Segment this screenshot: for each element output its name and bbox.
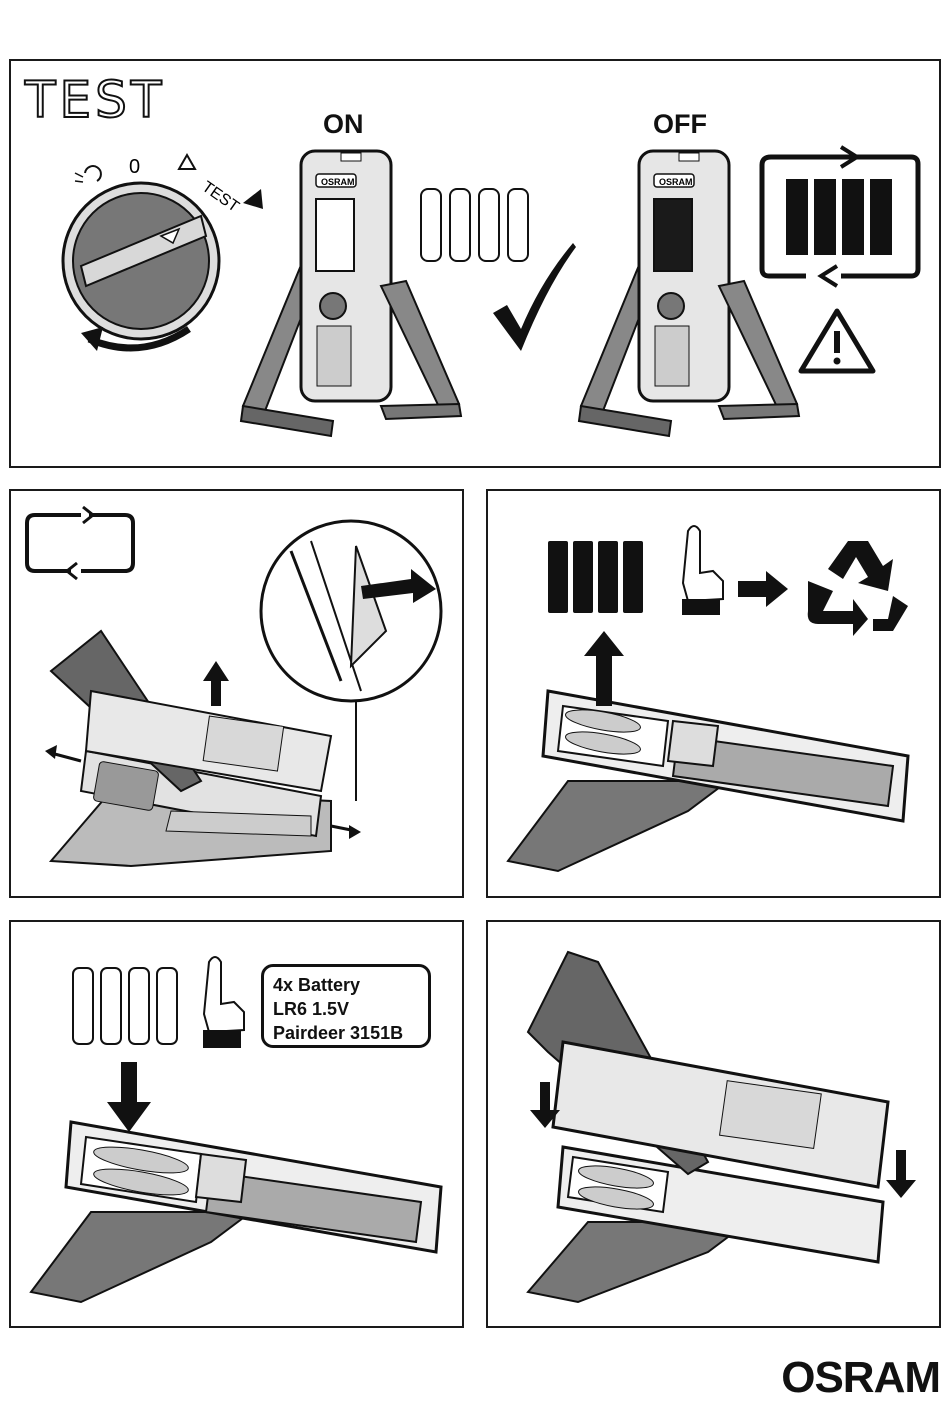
replace-cycle-icon <box>27 507 133 579</box>
dial-test-label: TEST <box>199 178 242 216</box>
test-panel: TEST ON OFF 0 TEST OSR <box>9 59 941 468</box>
device-off-brand: OSRAM <box>659 177 693 187</box>
lamp-icon <box>75 166 101 182</box>
dial-zero-label: 0 <box>129 156 140 178</box>
warning-triangle-icon <box>179 155 195 169</box>
dispose-panel <box>486 489 941 898</box>
hand-index-icon <box>682 526 723 615</box>
brand-logo: OSRAM <box>781 1353 940 1403</box>
warning-icon <box>801 311 873 371</box>
arrow-up-icon <box>584 631 624 706</box>
mode-dial <box>63 183 219 351</box>
device-on-brand: OSRAM <box>321 177 355 187</box>
arrow-right-icon <box>331 825 361 839</box>
pointer-marker-icon <box>243 189 263 209</box>
battery-set-on <box>421 189 528 261</box>
close-cover-panel <box>486 920 941 1328</box>
battery-icon <box>548 541 643 613</box>
test-illustration: 0 TEST OSRAM <box>11 61 939 466</box>
battery-icon <box>73 968 177 1044</box>
remove-cover-panel <box>9 489 464 898</box>
battery-replace-cycle-icon <box>762 147 918 286</box>
arrow-right-icon <box>738 571 788 607</box>
hand-index-icon <box>203 957 244 1048</box>
device-base-open <box>31 1122 441 1302</box>
arrow-up-icon <box>203 661 229 706</box>
arrow-left-icon <box>45 745 81 761</box>
recycle-icon <box>808 541 908 636</box>
checkmark-icon <box>493 243 576 351</box>
arrow-down-icon <box>107 1062 151 1132</box>
insert-panel: 4x Battery LR6 1.5V Pairdeer 3151B <box>9 920 464 1328</box>
arrow-down-icon <box>886 1150 916 1198</box>
device-base-open <box>508 691 908 871</box>
insert-illustration <box>11 922 462 1326</box>
close-cover-illustration <box>488 922 939 1326</box>
dispose-illustration <box>488 491 939 896</box>
remove-cover-illustration <box>11 491 462 896</box>
device-off: OSRAM <box>579 151 799 436</box>
